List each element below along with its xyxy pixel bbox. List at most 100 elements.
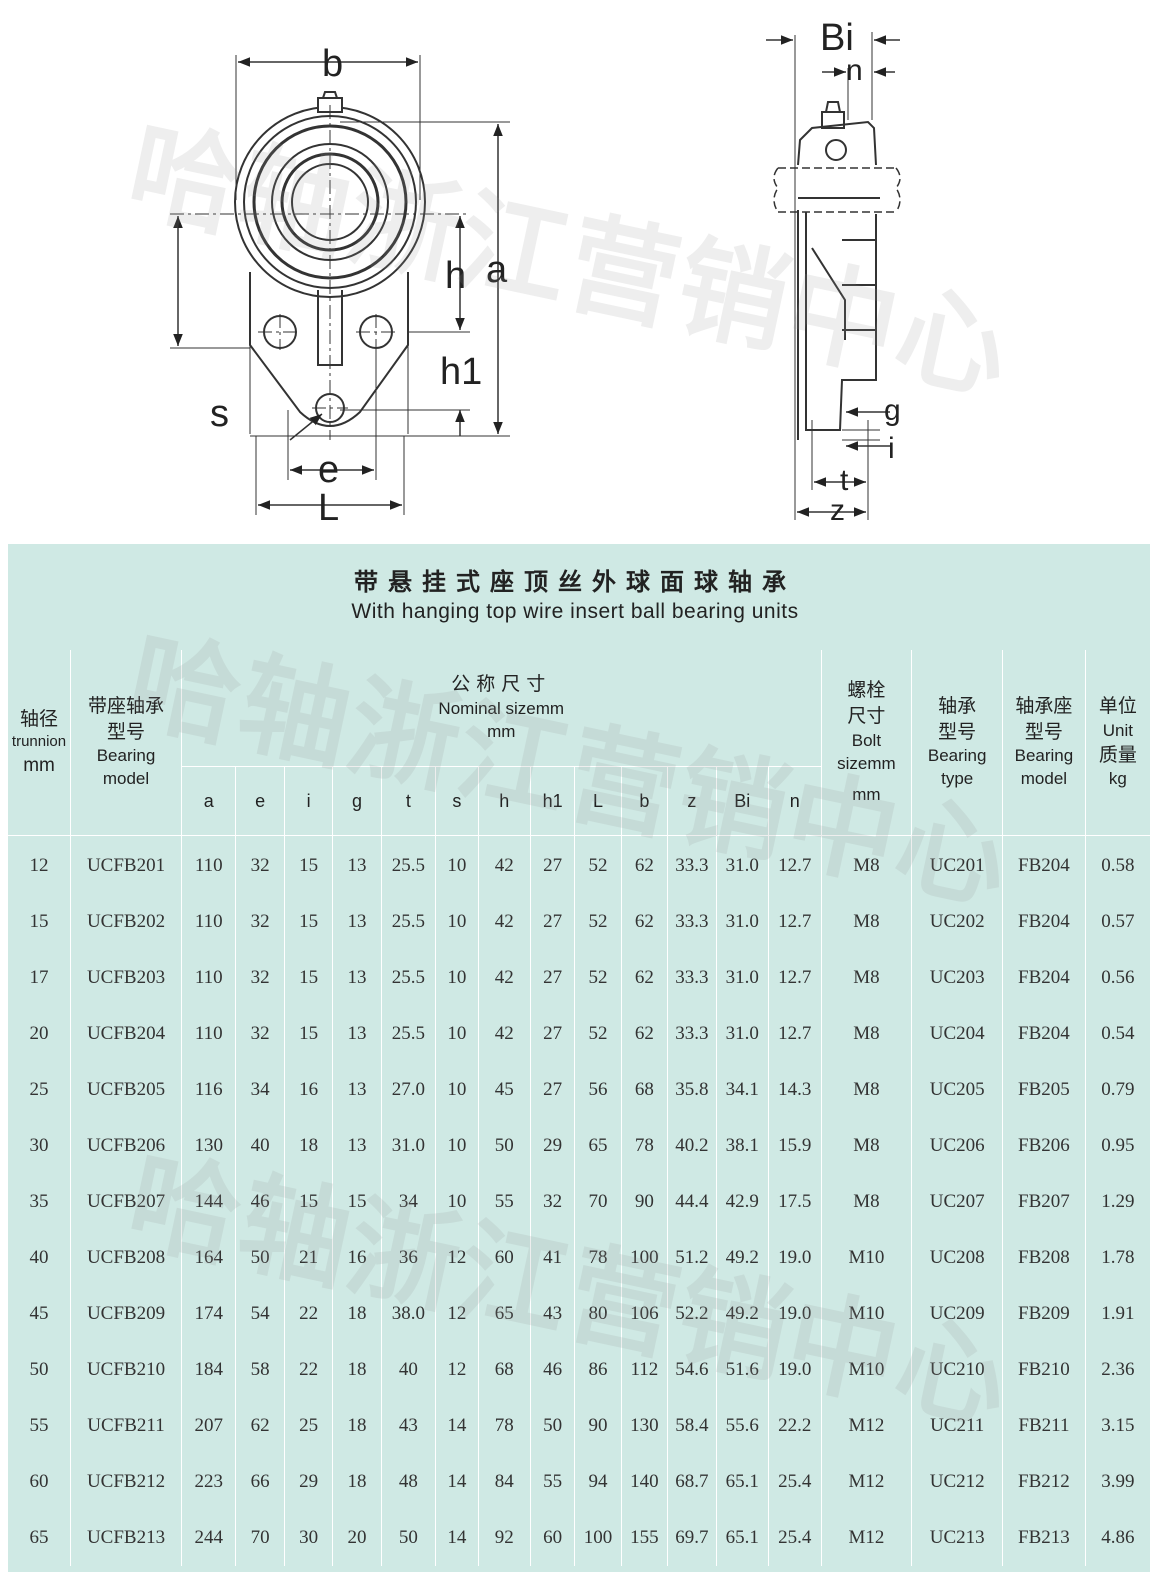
table-cell: 50 — [529, 1398, 575, 1454]
table-cell: UC203 — [911, 950, 1003, 1006]
table-cell: UCFB209 — [70, 1286, 182, 1342]
table-cell: 174 — [180, 1286, 236, 1342]
table-cell: 65 — [574, 1118, 622, 1174]
dim-label-h1: h1 — [440, 351, 482, 393]
table-cell: 70 — [574, 1174, 622, 1230]
table-cell: 40.2 — [667, 1118, 717, 1174]
table-cell: 32 — [529, 1174, 575, 1230]
table-cell: 55 — [29, 1415, 49, 1436]
table-cell: 68.7 — [667, 1454, 717, 1510]
table-cell: 68 — [477, 1342, 531, 1398]
side-view — [766, 32, 901, 520]
table-cell: 65.1 — [715, 1454, 769, 1510]
table-cell: 2.36 — [1084, 1342, 1150, 1398]
table-cell: 116 — [180, 1062, 236, 1118]
table-cell: 68 — [620, 1062, 668, 1118]
table-cell: 12.7 — [767, 1006, 822, 1062]
table-cell: 223 — [180, 1454, 236, 1510]
table-cell: M12 — [820, 1398, 912, 1454]
dim-label-g: g — [884, 394, 901, 427]
table-cell: FB211 — [1002, 1398, 1086, 1454]
table-cell: 42 — [477, 894, 531, 950]
table-cell: 33.3 — [667, 835, 717, 894]
table-cell: 31.0 — [715, 835, 769, 894]
table-cell: UC208 — [911, 1230, 1003, 1286]
table-cell: 32 — [235, 835, 285, 894]
table-title-cn: 带悬挂式座顶丝外球面球轴承 — [354, 569, 796, 596]
table-cell: UCFB213 — [70, 1510, 182, 1566]
table-cell: 15 — [283, 950, 333, 1006]
table-cell: 42 — [477, 1006, 531, 1062]
table-cell: 1.91 — [1084, 1286, 1150, 1342]
header-bearing-model: 带座轴承 型号 Bearing model — [70, 650, 182, 836]
table-cell: 90 — [574, 1398, 622, 1454]
table-cell: 100 — [574, 1510, 622, 1566]
table-cell: 44.4 — [667, 1174, 717, 1230]
table-cell: 0.54 — [1084, 1006, 1150, 1062]
table-cell: M10 — [820, 1286, 912, 1342]
table-cell: 54 — [235, 1286, 285, 1342]
table-cell: 42.9 — [715, 1174, 769, 1230]
table-cell: UC205 — [911, 1062, 1003, 1118]
table-cell: 94 — [574, 1454, 622, 1510]
table-cell: 52 — [574, 1006, 622, 1062]
table-cell: 80 — [574, 1286, 622, 1342]
table-cell: 40 — [380, 1342, 436, 1398]
dimension-header-row: a e i g t s h h1 L b z Bi n — [8, 766, 1150, 836]
dim-label-e: e — [318, 449, 339, 491]
table-cell: UC210 — [911, 1342, 1003, 1398]
table-cell: 18 — [332, 1398, 382, 1454]
table-cell: 84 — [477, 1454, 531, 1510]
table-cell: 60 — [477, 1230, 531, 1286]
table-cell: 112 — [620, 1342, 668, 1398]
table-cell: 78 — [574, 1230, 622, 1286]
table-cell: 58 — [235, 1342, 285, 1398]
table-cell: UCFB205 — [70, 1062, 182, 1118]
table-cell: 51.6 — [715, 1342, 769, 1398]
table-cell: FB204 — [1002, 950, 1086, 1006]
table-cell: 65 — [29, 1527, 49, 1548]
header-unit-weight: 单位 Unit 质量 kg — [1084, 650, 1150, 836]
table-cell: UCFB208 — [70, 1230, 182, 1286]
table-cell: M8 — [820, 1118, 912, 1174]
table-cell: 130 — [180, 1118, 236, 1174]
table-cell: 92 — [477, 1510, 531, 1566]
table-cell: 15 — [283, 1174, 333, 1230]
table-cell: 34 — [380, 1174, 436, 1230]
table-cell: 17 — [29, 967, 49, 988]
dim-header: z — [667, 766, 717, 836]
table-cell: 31.0 — [380, 1118, 436, 1174]
table-cell: 62 — [620, 835, 668, 894]
table-cell: 15 — [29, 911, 49, 932]
table-cell: 31.0 — [715, 1006, 769, 1062]
table-cell: M8 — [820, 1006, 912, 1062]
table-cell: 60 — [529, 1510, 575, 1566]
table-cell: UCFB203 — [70, 950, 182, 1006]
table-cell: 13 — [332, 835, 382, 894]
dim-header: a — [180, 766, 236, 836]
table-cell: 33.3 — [667, 1006, 717, 1062]
table-cell: FB204 — [1002, 1006, 1086, 1062]
dim-label-s: s — [210, 393, 229, 435]
table-cell: 0.79 — [1084, 1062, 1150, 1118]
table-cell: 19.0 — [767, 1342, 822, 1398]
table-cell: 155 — [620, 1510, 668, 1566]
table-cell: 25.5 — [380, 835, 436, 894]
table-cell: FB210 — [1002, 1342, 1086, 1398]
table-cell: 3.15 — [1084, 1398, 1150, 1454]
table-cell: 54.6 — [667, 1342, 717, 1398]
table-cell: 25.5 — [380, 894, 436, 950]
table-cell: 29 — [529, 1118, 575, 1174]
table-cell: 15 — [283, 835, 333, 894]
table-cell: 46 — [529, 1342, 575, 1398]
table-cell: 34.1 — [715, 1062, 769, 1118]
table-cell: 110 — [180, 950, 236, 1006]
table-cell: FB206 — [1002, 1118, 1086, 1174]
table-cell: 10 — [435, 1118, 478, 1174]
dim-label-Bi: Bi — [820, 17, 854, 59]
